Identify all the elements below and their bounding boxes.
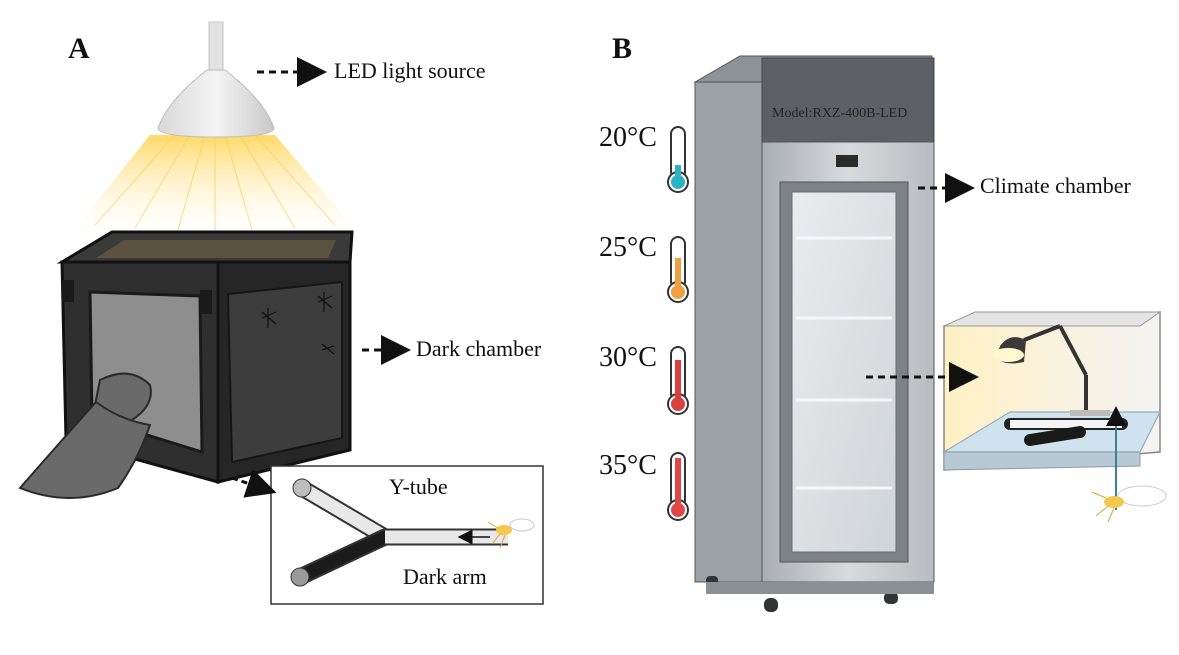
thermometer-30-icon xyxy=(667,346,689,415)
y-tube-label: Y-tube xyxy=(389,474,448,499)
dark-arm-label: Dark arm xyxy=(403,564,487,589)
temp-label-30: 30°C xyxy=(599,342,657,373)
temp-label-25: 25°C xyxy=(599,232,657,263)
temp-label-35: 35°C xyxy=(599,450,657,481)
climate-chamber xyxy=(693,55,935,612)
panel-label-a: A xyxy=(68,32,90,65)
dark-chamber xyxy=(18,230,354,499)
y-tube-inset xyxy=(270,465,544,605)
temp-label-20: 20°C xyxy=(599,122,657,153)
dark-chamber-label: Dark chamber xyxy=(416,336,542,361)
model-label: Model:RXZ-400B-LED xyxy=(772,106,908,121)
led-light-label: LED light source xyxy=(334,58,486,83)
climate-chamber-label: Climate chamber xyxy=(980,173,1131,198)
thermometer-25-icon xyxy=(667,236,689,303)
lamp-shade xyxy=(157,69,275,138)
lamp-box-inset xyxy=(941,311,1167,523)
tube-arrow xyxy=(231,469,277,498)
lamp-cord xyxy=(208,21,224,73)
led-light-source xyxy=(70,21,360,235)
panel-label-b: B xyxy=(612,32,633,65)
thermometer-20-icon xyxy=(667,126,689,193)
thermometer-35-icon xyxy=(667,452,689,521)
